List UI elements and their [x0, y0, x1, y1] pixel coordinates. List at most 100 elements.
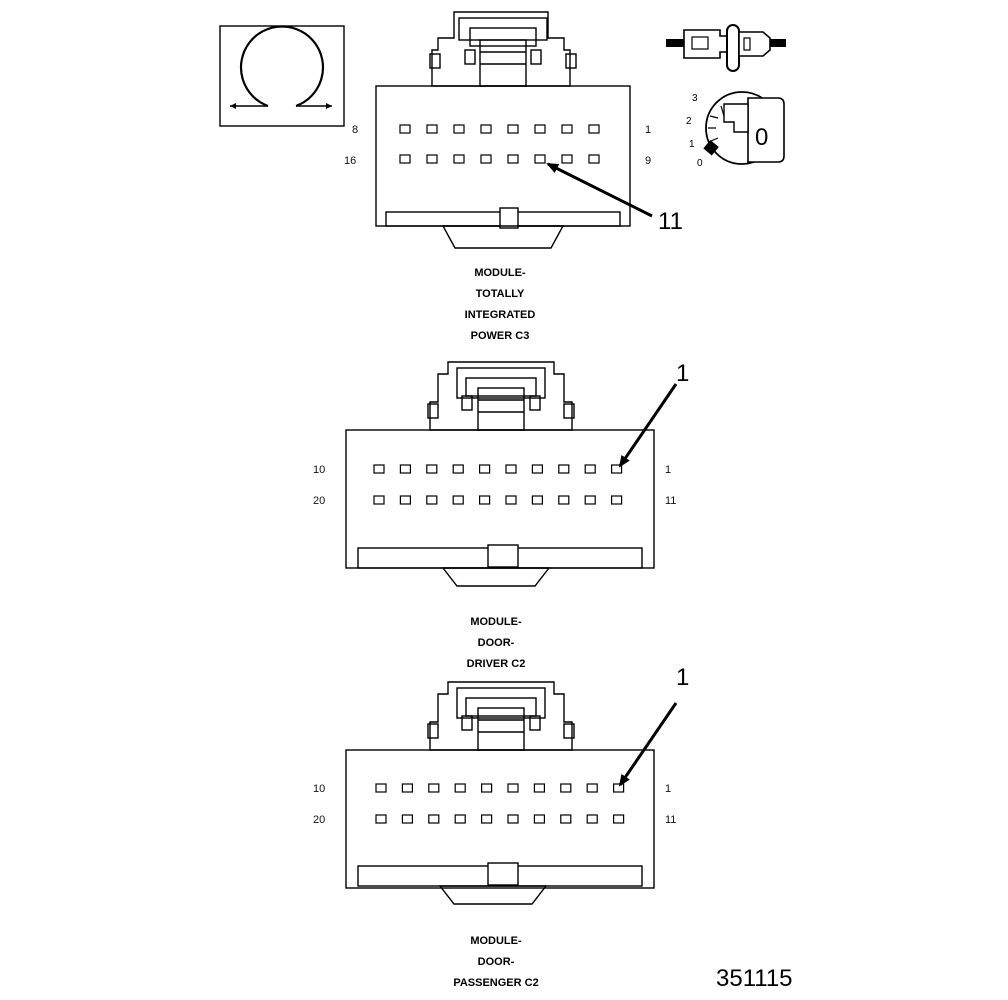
key-label: 0	[755, 124, 768, 151]
pin-label-row2-right: 9	[645, 155, 651, 167]
pin-cavity	[401, 783, 413, 793]
pin-row-bottom	[375, 814, 625, 824]
connector-door-passenger-c2: 10 1 20 11 1 MODULE- DOOR- PASSENGER C2	[313, 664, 689, 989]
pin-cavity	[428, 783, 440, 793]
callout-label: 1	[676, 360, 689, 387]
pin-cavity	[507, 783, 519, 793]
pin-cavity	[531, 495, 544, 505]
connector-caption-line-1: MODULE-	[470, 616, 522, 628]
pin-cavity	[560, 814, 572, 824]
pin-row-top	[373, 464, 623, 474]
pin-cavity	[480, 154, 492, 164]
pin-label-row1-right: 1	[665, 464, 671, 476]
pin-cavity	[533, 783, 546, 793]
ignition-position-3: 3	[692, 93, 698, 104]
connector-housing	[345, 681, 655, 905]
pin-label-row2-left: 20	[313, 814, 325, 826]
pin-cavity	[561, 124, 573, 134]
pin-cavity	[454, 783, 466, 793]
ignition-key-icon: 0 3 2 1 0	[686, 91, 785, 169]
ignition-position-2: 2	[686, 116, 692, 127]
figure-number: 351115	[716, 965, 793, 992]
pin-cavity	[505, 495, 517, 505]
pin-cavity	[586, 783, 598, 793]
pin-cavity	[452, 495, 464, 505]
callout-arrow	[546, 162, 653, 218]
pin-cavity	[452, 464, 464, 474]
pin-cavity	[612, 783, 625, 793]
pin-cavity	[481, 783, 493, 793]
pin-cavity	[507, 814, 519, 824]
pin-cavity	[401, 814, 413, 824]
pin-cavity	[399, 495, 411, 505]
pin-label-row1-right: 1	[645, 124, 651, 136]
pin-cavity	[612, 814, 625, 824]
pin-cavity	[561, 154, 573, 164]
pin-cavity	[588, 154, 600, 164]
pin-cavity	[586, 814, 598, 824]
connector-plug-icon	[666, 24, 786, 72]
pin-cavity	[399, 154, 411, 164]
pin-cavity	[481, 814, 493, 824]
connector-housing	[345, 361, 655, 587]
pin-cavity	[453, 124, 465, 134]
connector-caption-line-3: DRIVER C2	[467, 658, 526, 670]
pin-cavity	[426, 464, 438, 474]
pin-cavity	[479, 464, 491, 474]
pin-cavity	[610, 495, 623, 505]
pin-cavity	[507, 124, 519, 134]
pin-cavity	[531, 464, 544, 474]
connector-door-driver-c2: 10 1 20 11 1 MODULE- DOOR- DRIVER C2	[313, 360, 689, 670]
pin-label-row1-left: 8	[352, 124, 358, 136]
callout-label: 1	[676, 664, 689, 691]
pin-label-row1-left: 10	[313, 464, 325, 476]
pin-cavity	[426, 495, 438, 505]
pin-cavity	[426, 124, 438, 134]
pin-cavity	[558, 495, 570, 505]
connector-tipm-c3: 8 1 16 9 11 MODULE- TOTALLY INTEGRATED P…	[344, 11, 683, 342]
pin-cavity	[453, 154, 465, 164]
pin-cavity	[399, 124, 411, 134]
pin-cavity	[610, 464, 623, 474]
connector-caption-line-1: MODULE-	[470, 935, 522, 947]
pin-cavity	[426, 154, 438, 164]
pin-cavity	[375, 814, 387, 824]
ignition-position-1: 1	[689, 139, 695, 150]
pin-cavity	[534, 124, 546, 134]
connector-caption-line-4: POWER C3	[471, 330, 530, 342]
pin-label-row1-right: 1	[665, 783, 671, 795]
callout-label: 11	[658, 208, 683, 235]
connector-caption-line-2: DOOR-	[478, 637, 515, 649]
pin-row-top	[399, 124, 600, 134]
ignition-switch-icon	[219, 25, 345, 127]
connector-caption-line-1: MODULE-	[474, 267, 526, 279]
pin-label-row2-left: 16	[344, 155, 356, 167]
connector-caption-line-3: PASSENGER C2	[453, 977, 538, 989]
pin-cavity	[480, 124, 492, 134]
pin-cavity	[534, 154, 546, 164]
pin-cavity	[558, 464, 570, 474]
callout-arrow	[618, 702, 678, 787]
pin-cavity	[454, 814, 466, 824]
pin-cavity	[533, 814, 546, 824]
pin-cavity	[588, 124, 600, 134]
pin-label-row2-right: 11	[665, 814, 676, 826]
pin-cavity	[375, 783, 387, 793]
connector-caption-line-2: DOOR-	[478, 956, 515, 968]
pin-cavity	[373, 495, 385, 505]
callout-arrow	[618, 383, 678, 468]
pin-cavity	[507, 154, 519, 164]
pin-cavity	[399, 464, 411, 474]
connector-caption-line-3: INTEGRATED	[465, 309, 536, 321]
pin-cavity	[584, 464, 596, 474]
pin-label-row2-left: 20	[313, 495, 325, 507]
pin-cavity	[428, 814, 440, 824]
connector-housing	[375, 11, 631, 249]
pin-label-row1-left: 10	[313, 783, 325, 795]
pin-row-bottom	[399, 154, 600, 164]
pin-cavity	[505, 464, 517, 474]
connector-caption-line-2: TOTALLY	[476, 288, 525, 300]
ignition-position-0: 0	[697, 158, 703, 169]
pin-row-bottom	[373, 495, 623, 505]
